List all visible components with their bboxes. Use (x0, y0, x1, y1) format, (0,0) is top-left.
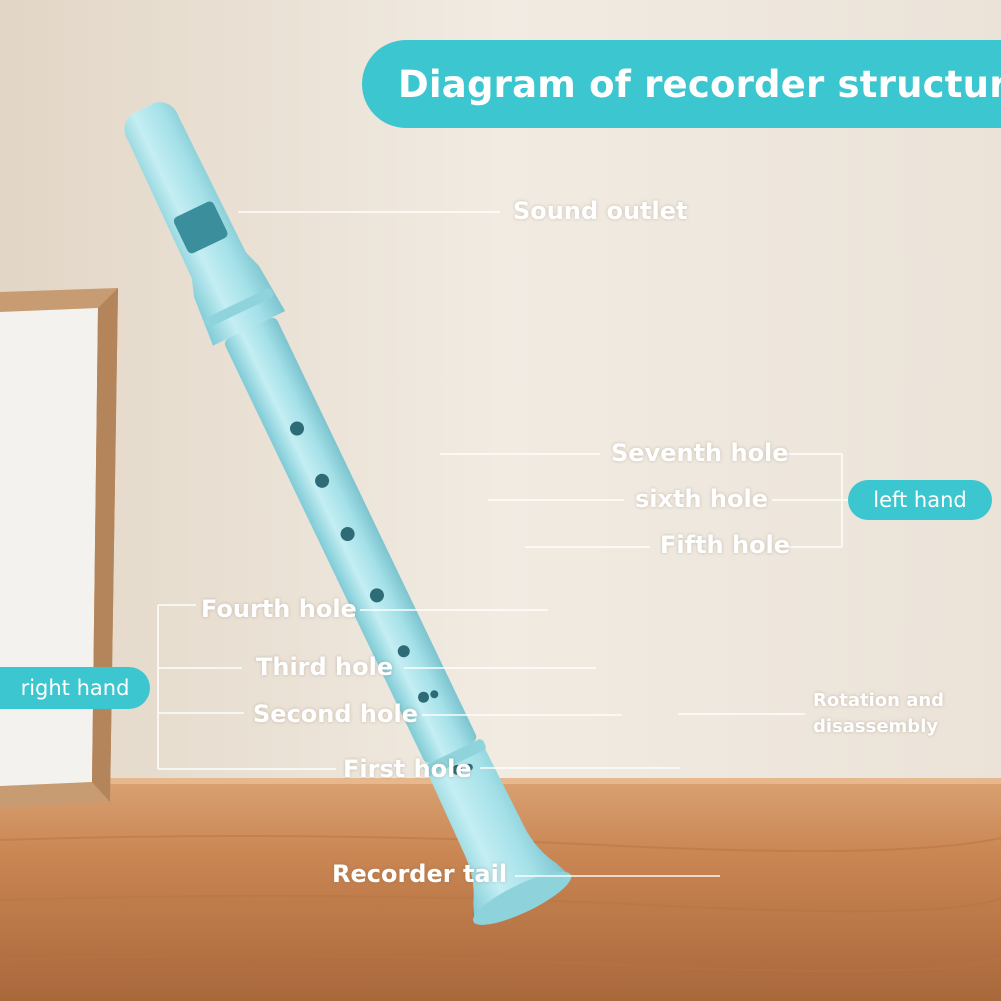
finger-holes (290, 421, 473, 775)
foot-ring (423, 739, 486, 777)
recorder-body (224, 317, 477, 763)
label-rotation-line1: Rotation and (813, 690, 945, 711)
group-left-hand: left hand (848, 480, 992, 520)
label-fourth-hole: Fourth hole (201, 595, 357, 623)
picture-frame (0, 288, 118, 808)
recorder-bell (473, 871, 572, 925)
label-first-hole: First hole (343, 755, 472, 783)
diagram-title: Diagram of recorder structure (398, 62, 1001, 106)
label-second-hole: Second hole (253, 700, 418, 728)
label-third-hole: Third hole (256, 653, 394, 681)
label-recorder-tail: Recorder tail (332, 860, 508, 888)
sound-window (173, 201, 228, 254)
table-grain (0, 835, 1001, 973)
recorder (124, 102, 572, 925)
title-banner: Diagram of recorder structure (362, 40, 1001, 128)
label-rotation-line2: disassembly (813, 716, 939, 737)
label-sixth-hole: sixth hole (635, 485, 768, 513)
group-right-hand: right hand (0, 667, 150, 709)
label-fifth-hole: Fifth hole (660, 531, 791, 559)
label-seventh-hole: Seventh hole (611, 439, 789, 467)
label-sound-outlet: Sound outlet (513, 197, 688, 225)
recorder-foot (424, 738, 569, 920)
head-ring (204, 288, 274, 327)
leader-lines (157, 211, 848, 877)
